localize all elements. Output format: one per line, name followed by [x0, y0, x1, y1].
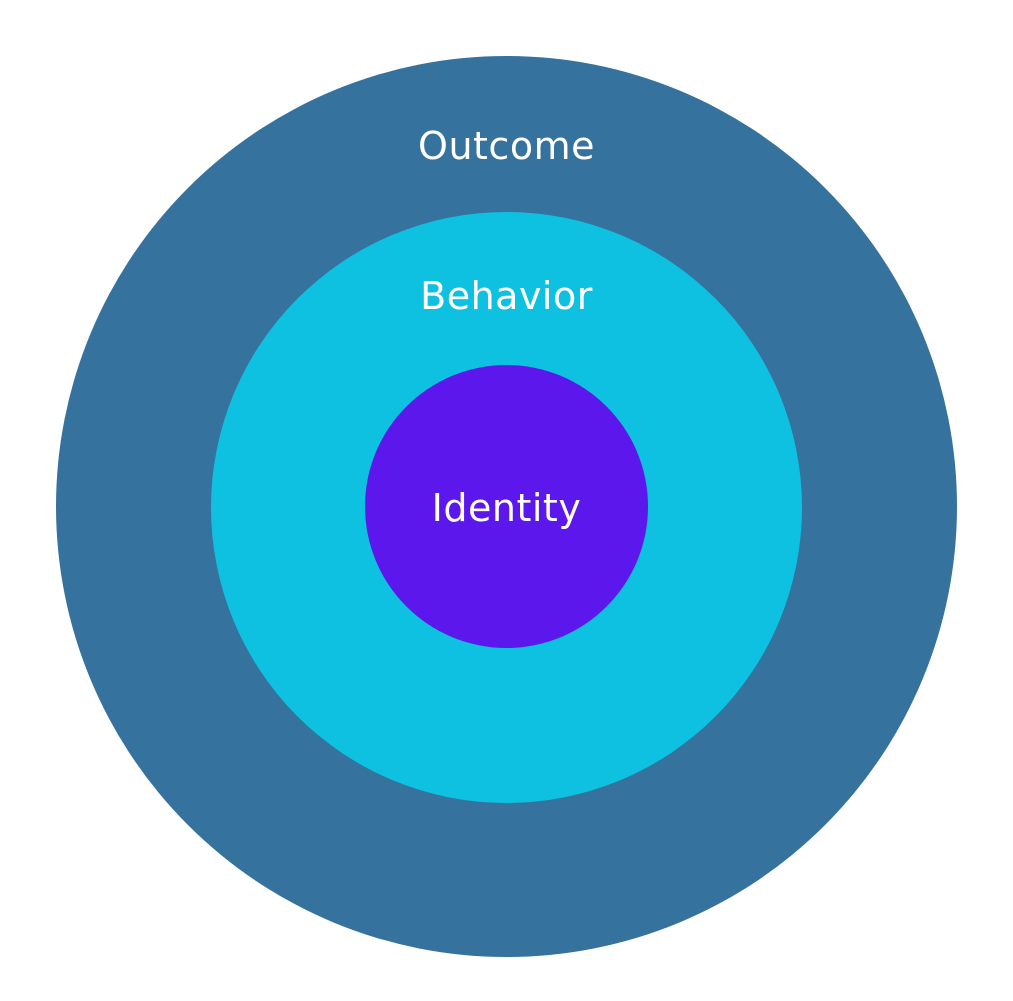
inner-circle-label: Identity [431, 486, 582, 530]
inner-circle [365, 365, 648, 648]
middle-circle-label: Behavior [420, 274, 593, 318]
outer-circle-label: Outcome [418, 124, 595, 168]
